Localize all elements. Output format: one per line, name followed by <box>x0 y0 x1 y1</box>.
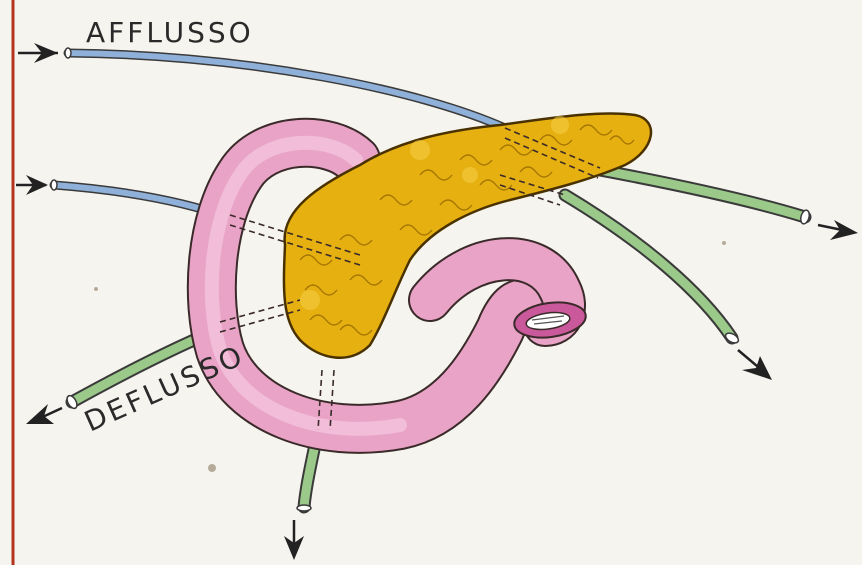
label-afflusso: AFFLUSSO <box>86 16 254 49</box>
outflow-tube-right-lower <box>565 195 740 345</box>
inflow-arrow-upper <box>18 43 58 63</box>
outflow-arrow-left <box>26 404 62 424</box>
outflow-tube-right-upper <box>600 170 811 225</box>
outflow-arrow-right-upper <box>818 220 858 240</box>
outflow-arrow-right-lower <box>738 350 772 380</box>
inflow-tube-upper <box>65 48 505 128</box>
inflow-arrow-lower <box>16 175 48 195</box>
outflow-arrow-bottom <box>284 520 304 560</box>
